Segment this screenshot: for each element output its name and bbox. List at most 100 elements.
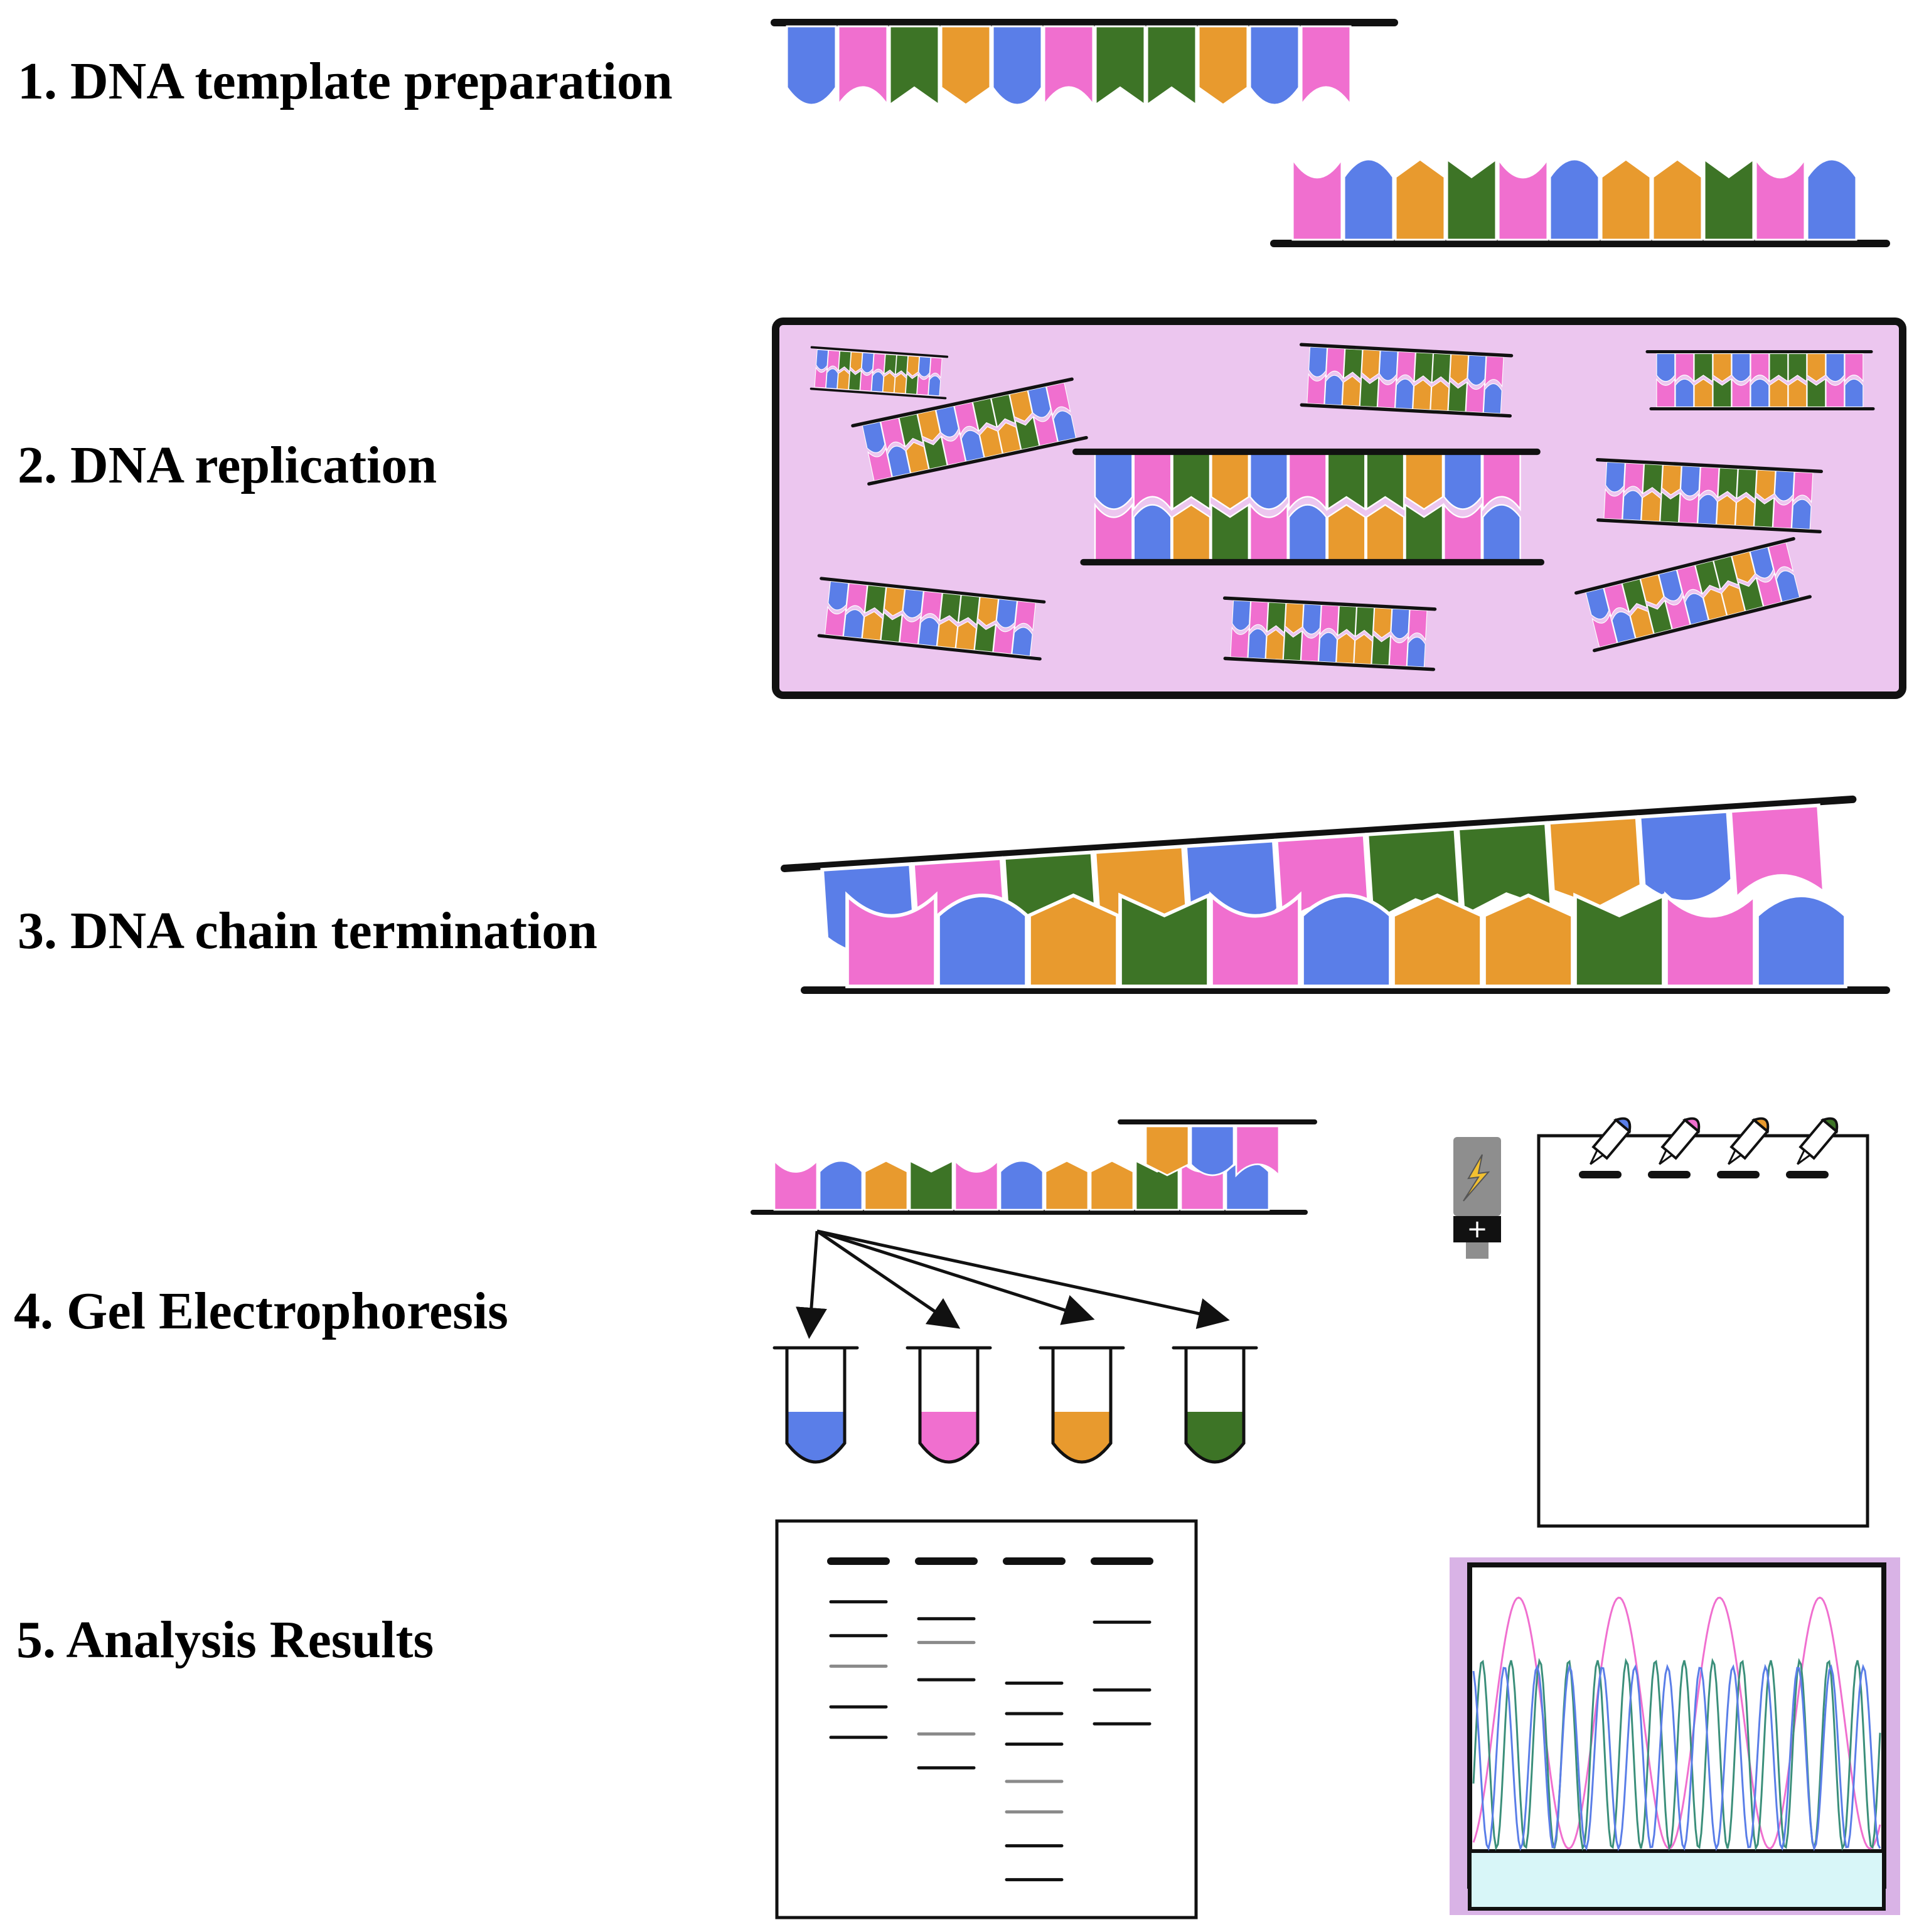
nucleotide-orange: [1430, 380, 1450, 412]
nucleotide-green: [909, 1159, 954, 1211]
tube-outline: [1184, 1348, 1246, 1464]
nucleotide-blue: [861, 352, 874, 373]
nucleotide-orange: [1769, 378, 1788, 408]
nucleotide-blue: [1791, 499, 1812, 530]
nucleotide-pink: [1603, 488, 1624, 520]
nucleotide-green: [864, 585, 887, 616]
duplex-large: [1072, 448, 1545, 566]
nucleotide-green: [1769, 353, 1788, 382]
nucleotide-blue: [918, 617, 939, 647]
nucleotide-blue: [1605, 461, 1625, 493]
nucleotide-pink: [993, 623, 1015, 654]
nucleotide-pink: [1291, 156, 1343, 241]
step-2-label: 2. DNA replication: [18, 436, 437, 494]
nucleotide-pink: [1675, 353, 1694, 383]
nucleotide-pink: [1377, 376, 1397, 408]
nucleotide-green: [1094, 25, 1146, 107]
nucleotide-blue: [862, 421, 885, 453]
nucleotide-blue: [1027, 386, 1051, 418]
nucleotide-green: [1713, 378, 1732, 408]
chromatogram: [1450, 1557, 1900, 1915]
nucleotide-orange: [979, 426, 1003, 458]
nucleotide-orange: [894, 373, 907, 394]
nucleotide-pink: [1235, 1125, 1280, 1178]
duplex-small: [1222, 596, 1437, 671]
backbone-bottom: [810, 387, 947, 400]
nucleotide-pink: [1396, 351, 1416, 383]
step-3-label: 3. DNA chain termination: [18, 902, 597, 960]
nucleotide-orange: [1027, 893, 1120, 988]
nucleotide-pink: [845, 582, 868, 614]
nucleotide-green: [1446, 157, 1497, 241]
nucleotide-pink: [814, 366, 828, 388]
nucleotide-orange: [1482, 893, 1574, 988]
nucleotide-pink: [1591, 613, 1618, 648]
lightning-icon: [1463, 1154, 1490, 1202]
nucleotide-pink: [1793, 471, 1814, 504]
test-tube-green: [1172, 1346, 1258, 1464]
nucleotide-orange: [863, 1160, 909, 1211]
nucleotide-pink: [1133, 452, 1172, 511]
backbone-top: [851, 377, 1074, 428]
nucleotide-orange: [1716, 495, 1736, 526]
nucleotide-green: [905, 373, 919, 395]
nucleotide-green: [1703, 157, 1755, 241]
nucleotide-orange: [1172, 504, 1211, 562]
nucleotide-pink: [1755, 156, 1806, 241]
arrow: [816, 1229, 961, 1329]
nucleotide-pink: [1325, 347, 1345, 380]
nucleotide-blue: [1684, 593, 1709, 625]
nucleotide-green: [884, 354, 897, 376]
nucleotide-blue: [935, 405, 959, 437]
nucleotide-blue: [1750, 547, 1774, 579]
short-strand: [1145, 1125, 1280, 1178]
nucleotide-blue: [918, 356, 931, 377]
nucleotide-pink: [1731, 378, 1751, 408]
nucleotide-blue: [1343, 158, 1394, 241]
template-preparation-illustration: [771, 19, 1890, 247]
nucleotide-blue: [1658, 569, 1682, 601]
nucleotide-pink: [1300, 630, 1320, 662]
nucleotide-orange: [917, 409, 941, 442]
nucleotide-pink: [1288, 452, 1327, 511]
nucleotide-pink: [929, 357, 943, 379]
nucleotide-pink: [1094, 503, 1133, 562]
backbone-top: [1222, 596, 1437, 611]
nucleotide-blue: [871, 371, 884, 393]
nucleotide-blue: [1391, 608, 1410, 639]
backbone-bottom: [1300, 403, 1512, 418]
nucleotide-blue: [1656, 353, 1675, 382]
nucleotide-green: [895, 355, 909, 376]
electrophoresis-illustration: +: [751, 1117, 1869, 1528]
nucleotide-pink: [916, 373, 930, 396]
backbone-top: [810, 346, 949, 358]
nucleotide-blue: [1232, 600, 1251, 631]
nucleotide-orange: [955, 621, 977, 651]
nucleotide-green: [1694, 353, 1713, 382]
nucleotide-blue: [1053, 410, 1077, 442]
nucleotide-blue: [1249, 25, 1300, 106]
nucleotide-orange: [1641, 491, 1662, 522]
nucleotide-green: [889, 25, 940, 107]
nucleotide-blue: [1012, 627, 1033, 657]
nucleotide-orange: [1336, 632, 1355, 664]
nucleotide-orange: [862, 611, 883, 641]
nucleotide-blue: [1094, 452, 1133, 510]
nucleotide-pink: [773, 1158, 818, 1211]
chain-termination-illustration: [781, 795, 1890, 994]
step-1-label: 1. DNA template preparation: [18, 52, 673, 110]
nucleotide-pink: [1014, 600, 1036, 632]
nucleotide-blue: [1622, 490, 1643, 521]
arrow: [796, 1230, 827, 1339]
nucleotide-orange: [1600, 158, 1652, 241]
nucleotide-orange: [1211, 452, 1249, 510]
nucleotide-orange: [1145, 1125, 1190, 1177]
nucleotide-blue: [1611, 611, 1636, 644]
nucleotide-pink: [1408, 609, 1428, 641]
nucleotide-blue: [816, 349, 829, 370]
nucleotide-blue: [1379, 350, 1398, 381]
nucleotide-pink: [1772, 496, 1793, 529]
nucleotide-pink: [1320, 604, 1339, 637]
gel-box: [1537, 1117, 1869, 1528]
